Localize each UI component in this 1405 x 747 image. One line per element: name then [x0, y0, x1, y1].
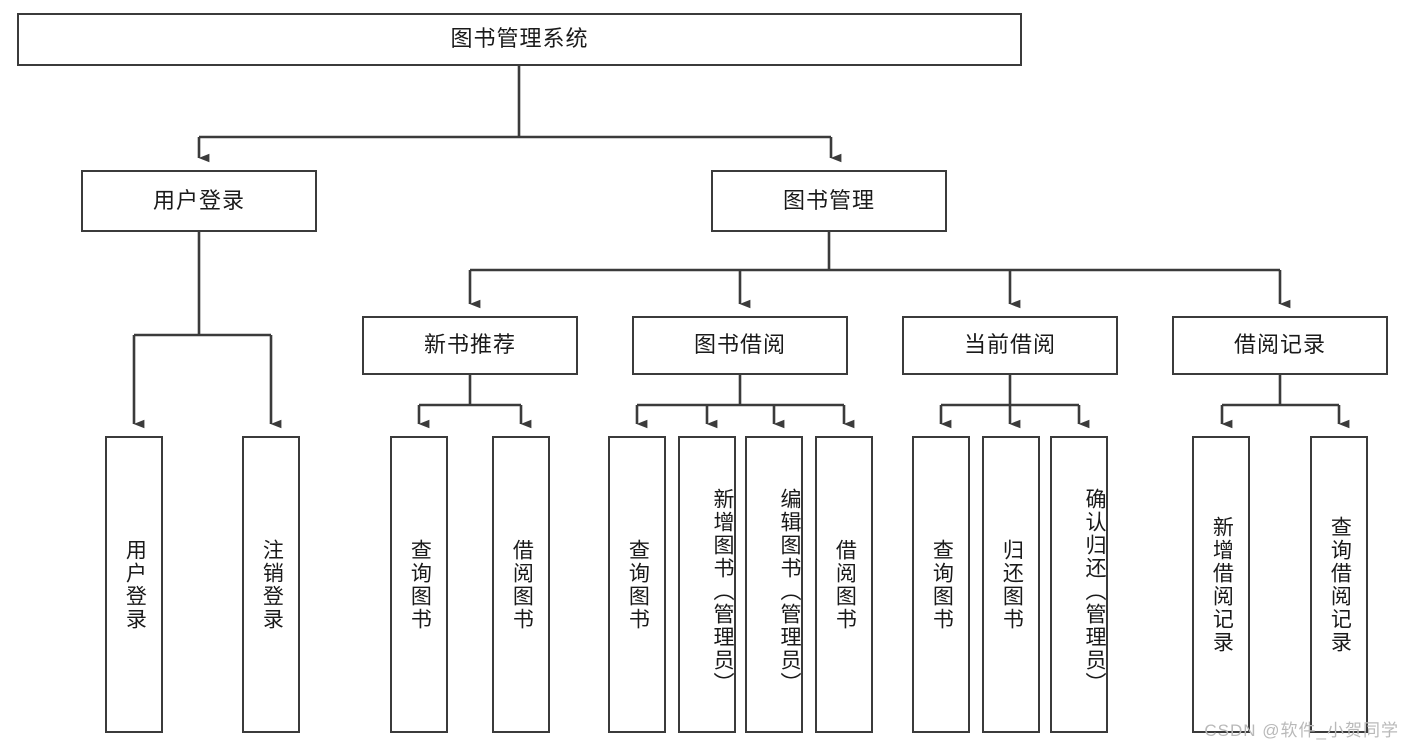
node-leaf-return-book[interactable]: 归还图书: [982, 436, 1040, 733]
node-current-borrow-label: 当前借阅: [963, 332, 1056, 358]
node-book-borrow[interactable]: 图书借阅: [632, 316, 848, 375]
node-leaf-borrow-book-1[interactable]: 借阅图书: [492, 436, 550, 733]
node-borrow-record-label: 借阅记录: [1233, 332, 1326, 358]
node-root[interactable]: 图书管理系统: [17, 13, 1022, 66]
node-leaf-confirm-return[interactable]: 确认归还（管理员）: [1050, 436, 1108, 733]
node-leaf-borrow-book-2[interactable]: 借阅图书: [815, 436, 873, 733]
node-leaf-confirm-return-label: 确认归还（管理员）: [1083, 488, 1106, 695]
node-user-login[interactable]: 用户登录: [81, 170, 317, 232]
node-user-login-label: 用户登录: [152, 187, 245, 213]
node-leaf-add-record-label: 新增借阅记录: [1210, 515, 1234, 654]
node-leaf-edit-book-label: 编辑图书（管理员）: [778, 488, 801, 695]
node-leaf-query-book-1[interactable]: 查询图书: [390, 436, 448, 733]
node-leaf-query-book-3-label: 查询图书: [930, 538, 954, 631]
node-leaf-add-book-label: 新增图书（管理员）: [711, 488, 734, 695]
node-new-book-recommend[interactable]: 新书推荐: [362, 316, 578, 375]
node-book-manage[interactable]: 图书管理: [711, 170, 947, 232]
node-new-book-recommend-label: 新书推荐: [423, 332, 516, 358]
node-book-borrow-label: 图书借阅: [693, 332, 786, 358]
node-leaf-user-login[interactable]: 用户登录: [105, 436, 163, 733]
node-borrow-record[interactable]: 借阅记录: [1172, 316, 1388, 375]
node-leaf-borrow-book-1-label: 借阅图书: [510, 538, 534, 631]
node-book-manage-label: 图书管理: [782, 187, 875, 213]
node-leaf-logout-login-label: 注销登录: [260, 538, 284, 631]
node-leaf-query-book-2-label: 查询图书: [626, 538, 650, 631]
node-leaf-query-book-2[interactable]: 查询图书: [608, 436, 666, 733]
node-leaf-query-book-1-label: 查询图书: [408, 538, 432, 631]
node-leaf-query-record[interactable]: 查询借阅记录: [1310, 436, 1368, 733]
node-root-label: 图书管理系统: [450, 26, 589, 52]
node-leaf-add-record[interactable]: 新增借阅记录: [1192, 436, 1250, 733]
node-leaf-edit-book[interactable]: 编辑图书（管理员）: [745, 436, 803, 733]
node-leaf-query-book-3[interactable]: 查询图书: [912, 436, 970, 733]
node-leaf-borrow-book-2-label: 借阅图书: [833, 538, 857, 631]
node-leaf-query-record-label: 查询借阅记录: [1328, 515, 1352, 654]
node-leaf-user-login-label: 用户登录: [123, 538, 147, 631]
node-leaf-return-book-label: 归还图书: [1000, 538, 1024, 631]
node-leaf-add-book[interactable]: 新增图书（管理员）: [678, 436, 736, 733]
node-leaf-logout-login[interactable]: 注销登录: [242, 436, 300, 733]
node-current-borrow[interactable]: 当前借阅: [902, 316, 1118, 375]
